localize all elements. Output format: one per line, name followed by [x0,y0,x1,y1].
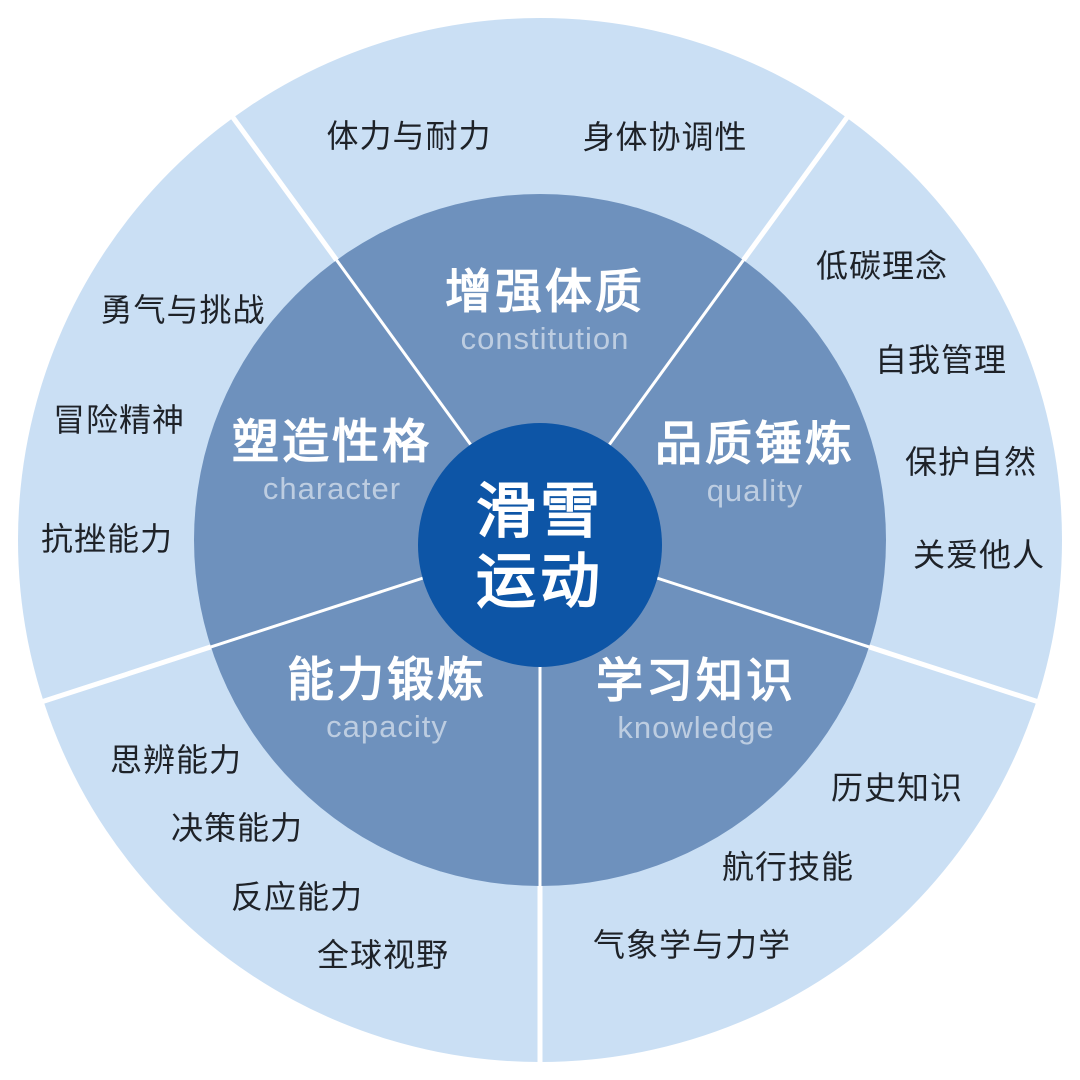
center-circle [418,423,662,667]
outer-label-courage-challenge: 勇气与挑战 [100,292,266,328]
sector-title-capacity-zh: 能力锻炼 [287,652,487,706]
divider-constitution-quality-outer [741,114,851,262]
sector-title-quality-en: quality [706,473,804,509]
center-title-line1: 滑雪 [476,478,604,545]
sector-title-character: 塑造性格 character [232,414,432,506]
sector-title-capacity-en: capacity [326,709,448,745]
outer-label-coordination: 身体协调性 [582,119,748,155]
sector-title-capacity: 能力锻炼 capacity [287,652,487,744]
outer-label-resilience: 抗挫能力 [40,521,174,557]
divider-character-constitution-outer [229,114,339,262]
center-title: 滑雪 运动 [476,477,604,617]
sector-title-knowledge-en: knowledge [617,710,775,746]
outer-label-critical-thinking: 思辨能力 [109,742,243,778]
divider-character-constitution-inner [335,259,472,446]
outer-label-protect-nature: 保护自然 [904,444,1038,480]
sector-title-quality-zh: 品质锤炼 [655,416,855,470]
sector-title-knowledge: 学习知识 knowledge [596,653,796,745]
outer-label-self-management: 自我管理 [874,342,1008,378]
outer-label-stamina: 体力与耐力 [326,118,492,154]
sector-title-constitution-en: constitution [460,321,630,357]
outer-label-global-vision: 全球视野 [316,937,450,973]
outer-label-history-knowledge: 历史知识 [830,770,964,806]
outer-label-reaction-ability: 反应能力 [230,879,364,915]
divider-capacity-character-outer [40,644,212,705]
sector-title-quality: 品质锤炼 quality [655,416,855,508]
center-title-line2: 运动 [476,548,604,615]
divider-capacity-character-inner [210,575,429,649]
sector-title-character-zh: 塑造性格 [232,414,432,468]
sector-title-character-en: character [262,471,402,507]
outer-label-adventure-spirit: 冒险精神 [52,402,186,438]
outer-label-meteorology-mechanics: 气象学与力学 [592,927,792,963]
divider-constitution-quality-inner [608,259,745,446]
outer-label-sailing-skills: 航行技能 [721,849,855,885]
outer-label-decision-making: 决策能力 [170,810,304,846]
sector-title-constitution-zh: 增强体质 [445,264,645,318]
outer-label-care-for-others: 关爱他人 [912,537,1046,573]
outer-label-low-carbon: 低碳理念 [815,248,949,284]
sector-title-constitution: 增强体质 constitution [445,264,645,356]
sector-title-knowledge-zh: 学习知识 [596,653,796,707]
divider-quality-knowledge-inner [651,575,870,649]
divider-quality-knowledge-outer [868,644,1040,705]
